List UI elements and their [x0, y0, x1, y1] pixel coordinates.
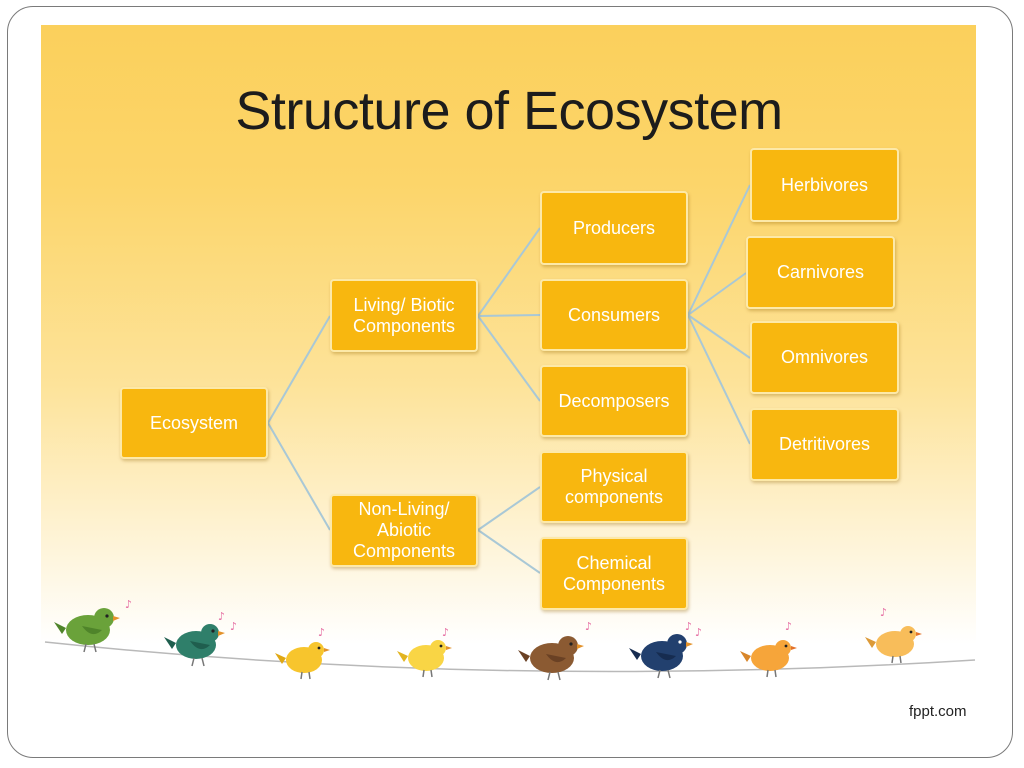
omnivores-node: Omnivores	[750, 321, 899, 394]
svg-text:♪: ♪	[218, 610, 225, 623]
footer-brand: fppt.com	[909, 703, 967, 720]
connector-line	[477, 314, 541, 317]
chemical-components-node: Chemical Components	[540, 537, 688, 610]
yellow-bird-icon	[397, 640, 452, 678]
connector-line	[267, 422, 331, 531]
navy-bird-icon	[629, 634, 693, 679]
svg-text:♪: ♪	[880, 606, 887, 619]
slide-title: Structure of Ecosystem	[235, 81, 783, 141]
svg-text:♪: ♪	[685, 620, 692, 633]
connector-line	[687, 314, 751, 359]
carnivores-node: Carnivores	[746, 236, 895, 309]
ecosystem-node: Ecosystem	[120, 387, 268, 459]
connector-line	[477, 315, 541, 402]
svg-text:♪: ♪	[585, 620, 592, 633]
decomposers-node: Decomposers	[540, 365, 688, 437]
connector-line	[477, 227, 541, 317]
orange-bird-icon	[740, 640, 797, 678]
svg-text:♪: ♪	[442, 626, 449, 639]
connector-line	[477, 486, 541, 531]
orange-bird-icon	[865, 626, 922, 664]
connector-line	[687, 184, 751, 316]
brown-bird-icon	[518, 636, 584, 681]
svg-text:♪: ♪	[230, 620, 237, 633]
svg-text:♪: ♪	[125, 598, 132, 611]
connector-line	[687, 314, 751, 445]
teal-bird-icon	[164, 624, 225, 667]
wire	[44, 641, 976, 673]
green-bird-icon	[54, 608, 120, 653]
svg-text:♪: ♪	[785, 620, 792, 633]
svg-text:♪: ♪	[318, 626, 325, 639]
connector-line	[687, 272, 747, 316]
connector-line	[477, 529, 541, 574]
herbivores-node: Herbivores	[750, 148, 899, 222]
consumers-node: Consumers	[540, 279, 688, 351]
producers-node: Producers	[540, 191, 688, 265]
physical-components-node: Physical components	[540, 451, 688, 523]
living-biotic-node: Living/ Biotic Components	[330, 279, 478, 352]
svg-text:♪: ♪	[695, 626, 702, 639]
music-note-icons: ♪ ♪♪ ♪ ♪ ♪ ♪♪ ♪ ♪	[125, 598, 887, 639]
detritivores-node: Detritivores	[750, 408, 899, 481]
nonliving-abiotic-node: Non-Living/ Abiotic Components	[330, 494, 478, 567]
yellow-bird-icon	[275, 642, 330, 680]
birds-on-wire-decoration: ♪ ♪♪ ♪ ♪ ♪ ♪♪ ♪ ♪	[44, 598, 976, 681]
connector-line	[267, 315, 331, 424]
